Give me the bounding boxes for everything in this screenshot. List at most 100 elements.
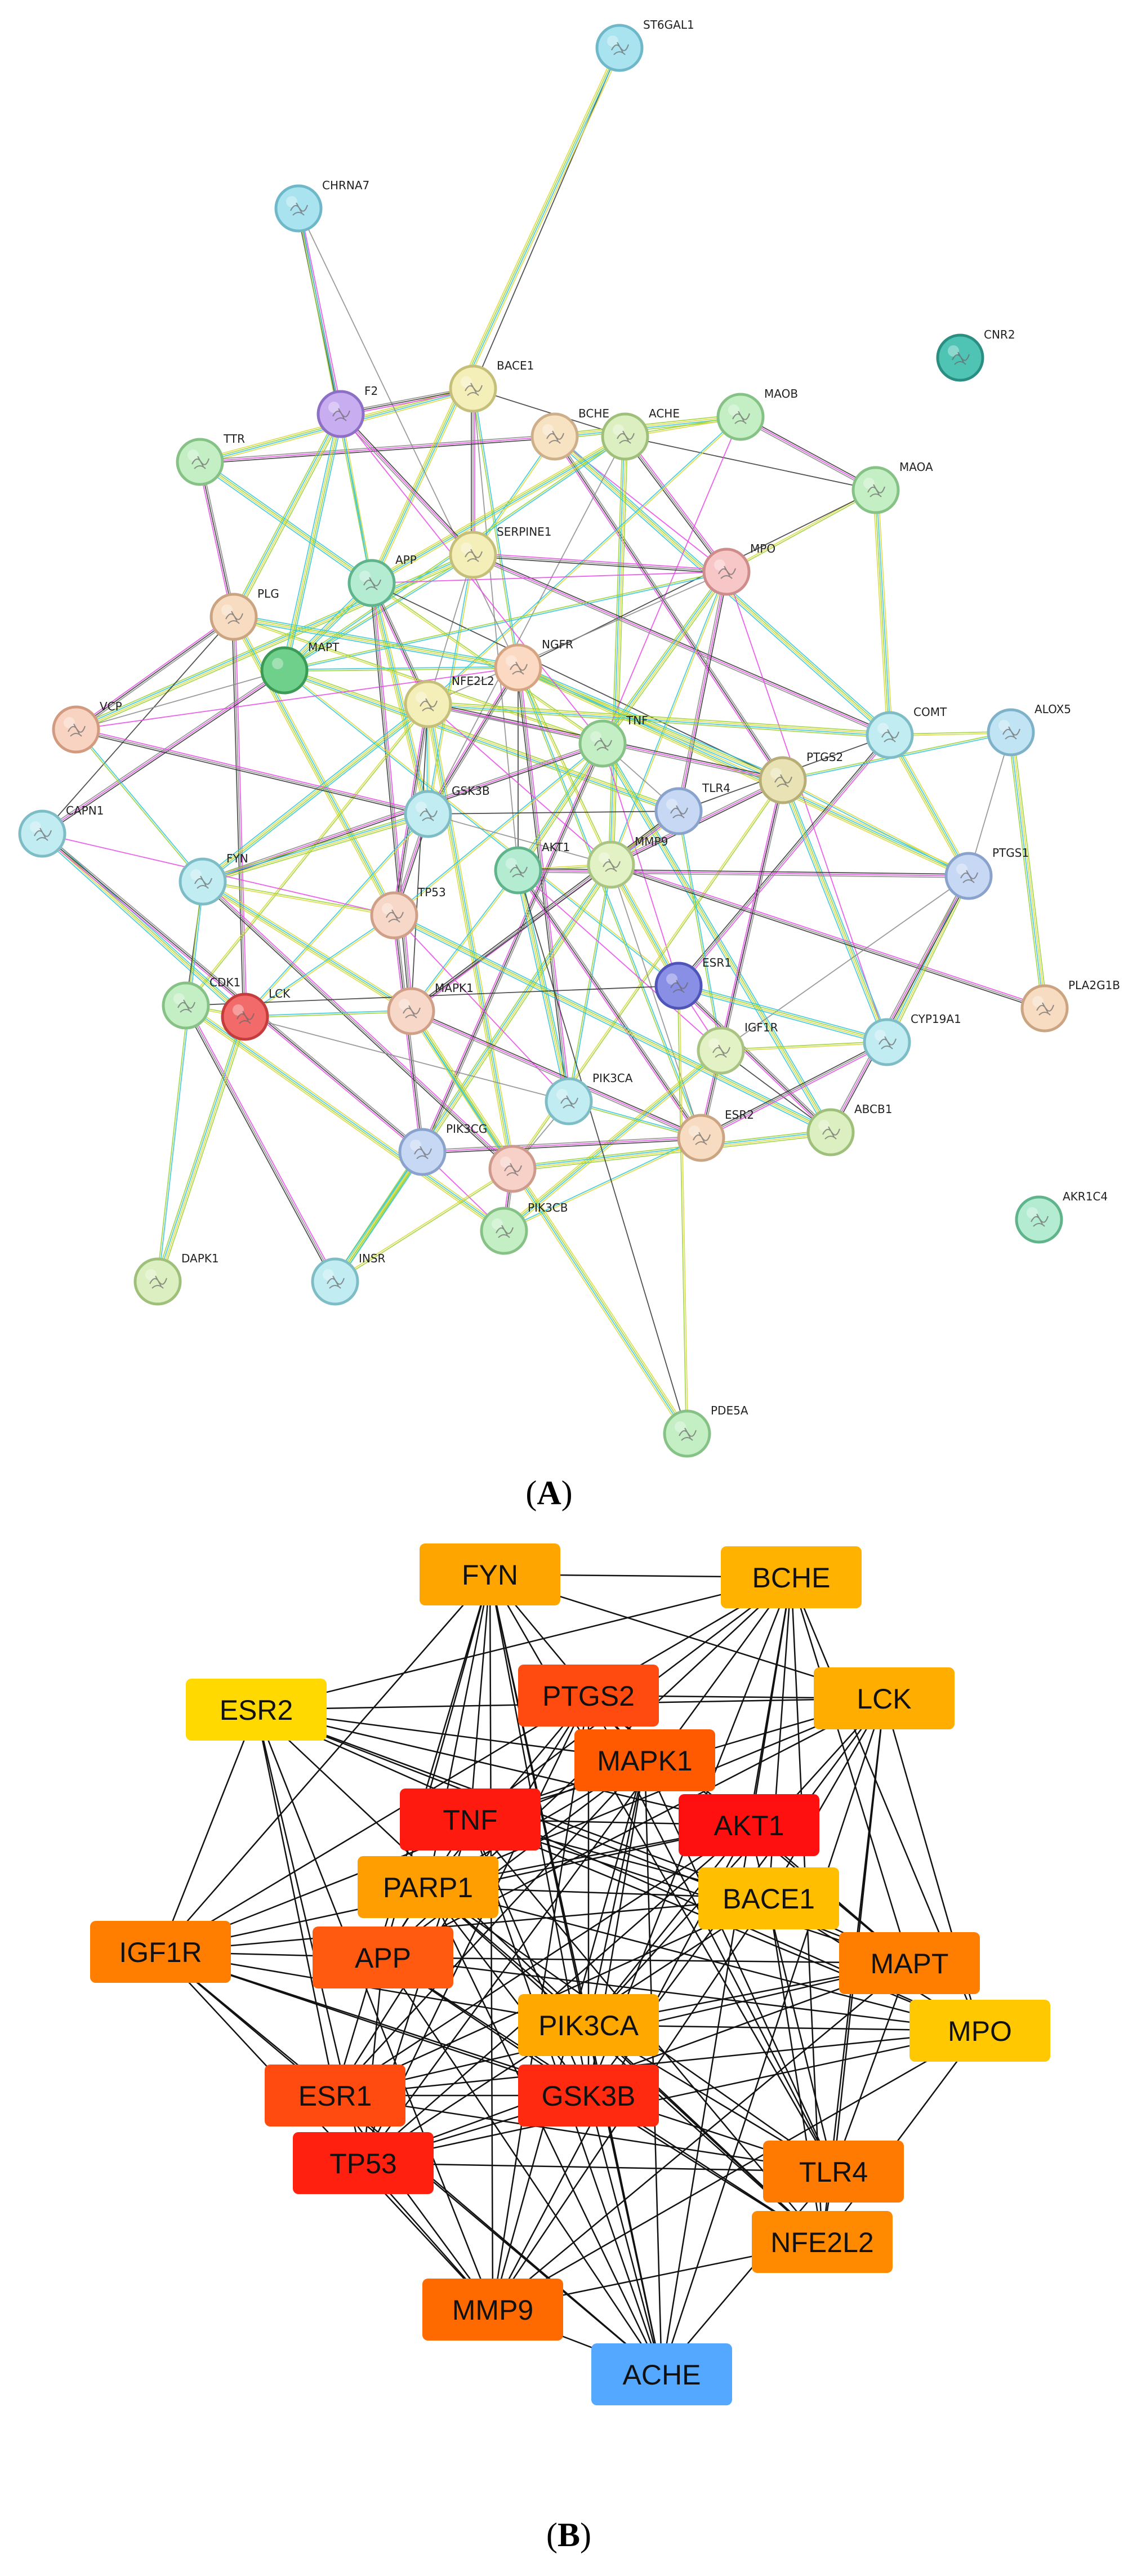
panel-a-node[interactable]: MMP9 <box>587 835 668 889</box>
panel-a-node-highlight <box>188 450 199 461</box>
panel-a-node[interactable]: CAPN1 <box>18 804 104 858</box>
panel-a-node[interactable]: MAOA <box>851 460 933 514</box>
panel-b-node[interactable]: TLR4 <box>763 2141 904 2203</box>
panel-a-node[interactable]: TNF <box>578 714 648 768</box>
panel-a-node[interactable]: F2 <box>316 384 378 438</box>
panel-a-node[interactable]: ABCB1 <box>806 1102 892 1156</box>
panel-a-node-highlight <box>173 993 185 1004</box>
panel-a-edge <box>411 870 519 1012</box>
panel-a-node-highlight <box>599 852 610 864</box>
panel-a-edge <box>186 1004 337 1282</box>
panel-a-node[interactable]: BCHE <box>530 407 609 461</box>
panel-a-node[interactable]: PTGS1 <box>944 846 1029 900</box>
panel-a-edge <box>515 870 567 1102</box>
panel-b-node[interactable]: MMP9 <box>422 2279 563 2341</box>
panel-a-edge <box>409 809 678 1011</box>
panel-a-node[interactable]: BACE1 <box>449 359 534 413</box>
panel-a-edge <box>678 735 890 986</box>
panel-a-edge <box>76 728 204 882</box>
panel-b-node[interactable]: GSK3B <box>518 2065 659 2126</box>
panel-a-node[interactable]: PIK3CG <box>398 1122 487 1176</box>
panel-b-node[interactable]: ACHE <box>591 2343 732 2405</box>
panel-a-edge <box>201 883 411 1014</box>
panel-a-node[interactable]: ESR1 <box>654 956 732 1010</box>
panel-a-node[interactable]: CDK1 <box>162 976 240 1030</box>
panel-b-node[interactable]: PARP1 <box>358 1856 498 1918</box>
panel-a-node[interactable]: INSR <box>311 1252 386 1306</box>
panel-a-node[interactable]: TTR <box>176 432 245 486</box>
panel-a-node[interactable]: MAPK1 <box>387 981 474 1035</box>
protein-structure-icon <box>504 1163 522 1176</box>
panel-a-node-label: ABCB1 <box>854 1102 892 1116</box>
panel-b-node[interactable]: APP <box>313 1927 453 1988</box>
panel-a-edge <box>339 414 372 584</box>
panel-b-node-box <box>763 2141 904 2203</box>
panel-a-node[interactable]: GSK3B <box>404 784 490 838</box>
panel-a-node[interactable]: IGF1R <box>697 1021 778 1075</box>
panel-a-edge <box>427 436 626 815</box>
panel-a-node[interactable]: PLA2G1B <box>1020 978 1120 1033</box>
panel-a-node-label: DAPK1 <box>181 1252 219 1265</box>
panel-a-node-highlight <box>233 1004 244 1016</box>
panel-a-node[interactable]: SERPINE1 <box>449 525 552 579</box>
panel-a-node[interactable]: APP <box>347 553 417 607</box>
panel-b-node[interactable]: TP53 <box>293 2132 434 2194</box>
panel-a-node-circle <box>545 1077 593 1125</box>
panel-a-node[interactable]: MAPT <box>260 640 340 695</box>
panel-b-node[interactable]: TNF <box>400 1788 541 1850</box>
panel-a-node[interactable]: LCK <box>221 987 291 1041</box>
panel-a-node[interactable]: CYP19A1 <box>863 1012 961 1066</box>
panel-b-node[interactable]: MAPK1 <box>574 1729 715 1791</box>
panel-a-node[interactable] <box>488 1145 537 1193</box>
panel-a-edge <box>783 778 970 876</box>
panel-a-node[interactable]: PIK3CA <box>545 1071 633 1125</box>
panel-b-node[interactable]: AKT1 <box>679 1794 819 1856</box>
panel-b-edge <box>160 1951 834 2173</box>
panel-a-edge <box>891 733 971 875</box>
panel-a-node[interactable]: CNR2 <box>936 328 1015 382</box>
panel-a-node[interactable]: TP53 <box>370 886 446 940</box>
panel-a-node-circle <box>806 1108 855 1156</box>
panel-b-node[interactable]: NFE2L2 <box>752 2211 893 2273</box>
panel-b-node[interactable]: ESR1 <box>265 2065 405 2126</box>
panel-a-node[interactable]: ACHE <box>601 407 680 461</box>
panel-a-node[interactable]: ST6GAL1 <box>595 18 694 72</box>
protein-structure-icon <box>465 382 483 396</box>
panel-b-edge <box>160 1574 491 1952</box>
panel-b-node[interactable]: FYN <box>420 1543 560 1605</box>
panel-a-edge <box>234 615 603 744</box>
panel-b-node[interactable]: LCK <box>814 1667 955 1729</box>
panel-a-node[interactable]: CHRNA7 <box>274 179 369 233</box>
panel-a-node[interactable]: ESR2 <box>677 1108 754 1162</box>
panel-b-node[interactable]: PIK3CA <box>518 1994 659 2056</box>
panel-a-node[interactable]: PTGS2 <box>759 750 843 804</box>
panel-b-node[interactable]: BACE1 <box>698 1867 839 1929</box>
panel-a-node[interactable]: DAPK1 <box>133 1252 219 1306</box>
panel-a-node[interactable]: ALOX5 <box>987 702 1071 757</box>
panel-b-node[interactable]: MAPT <box>839 1932 980 1994</box>
panel-a-node[interactable]: AKR1C4 <box>1015 1190 1108 1244</box>
panel-a-edge <box>245 1011 412 1018</box>
panel-a-node[interactable]: TLR4 <box>654 781 730 835</box>
panel-b-node[interactable]: ESR2 <box>186 1679 327 1741</box>
panel-b-node[interactable]: MPO <box>909 2000 1050 2062</box>
panel-b-node[interactable]: IGF1R <box>90 1921 231 1983</box>
panel-b-edge <box>160 1951 493 2310</box>
panel-a-edge <box>42 616 234 834</box>
panel-a-node-highlight <box>323 1269 334 1280</box>
panel-a-node[interactable]: FYN <box>179 852 248 906</box>
panel-a-node[interactable]: PDE5A <box>663 1404 748 1458</box>
panel-a-node[interactable]: PIK3CB <box>480 1201 568 1255</box>
panel-a-node[interactable]: AKT1 <box>494 840 570 895</box>
panel-a-node-circle <box>677 1114 725 1162</box>
panel-a-node[interactable]: NFE2L2 <box>404 674 494 728</box>
panel-a-node[interactable]: NGFR <box>494 638 573 692</box>
panel-a-node[interactable]: MPO <box>702 542 775 596</box>
panel-a-node[interactable]: VCP <box>52 700 122 754</box>
panel-a-node[interactable]: PLG <box>209 587 279 641</box>
panel-b-node[interactable]: PTGS2 <box>518 1665 659 1727</box>
panel-a-edge <box>425 704 511 1169</box>
panel-a-node[interactable]: MAOB <box>716 387 798 441</box>
panel-b-node[interactable]: BCHE <box>721 1546 862 1608</box>
panel-a-node[interactable]: COMT <box>866 705 947 759</box>
